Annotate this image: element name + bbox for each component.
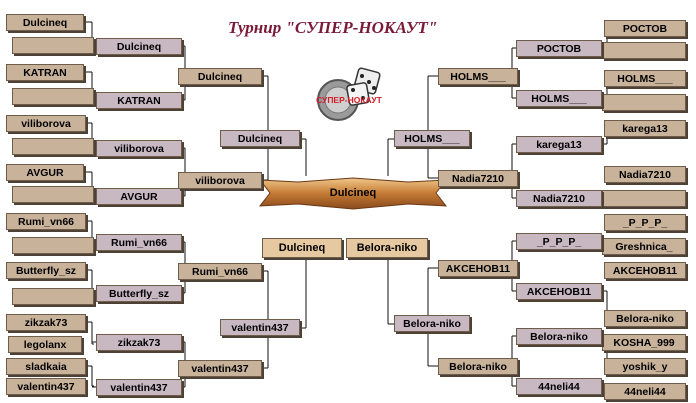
left-r1-slot — [12, 288, 94, 305]
right-r2-slot: AKCEHOB11 — [516, 283, 602, 300]
left-r1-slot: Butterfly_sz — [6, 262, 86, 279]
champion-banner: Dulcineq — [258, 176, 448, 210]
left-r3-slot: Rumi_vn66 — [178, 263, 262, 280]
right-r1-slot: AKCEHOB11 — [604, 262, 686, 279]
finalist-right: Belora-niko — [346, 238, 428, 258]
left-r1-slot: legolanx — [8, 336, 82, 353]
left-r1-slot: valentin437 — [6, 378, 86, 395]
right-r1-slot: 44neli44 — [604, 383, 686, 400]
right-r1-slot — [602, 190, 686, 207]
right-r1-slot — [602, 94, 686, 111]
left-r3-slot: Dulcineq — [178, 68, 262, 85]
left-r1-slot: zikzak73 — [6, 314, 86, 331]
left-r1-slot: Rumi_vn66 — [6, 213, 86, 230]
left-r1-slot — [12, 186, 94, 203]
logo-text: СУПЕР-НОКАУТ — [316, 95, 382, 105]
right-r1-slot: _P_P_P_ — [604, 214, 686, 231]
right-r1-slot: HOLMS___ — [604, 70, 686, 87]
dice-logo-icon — [317, 67, 381, 121]
left-r1-slot: Dulcineq — [6, 14, 84, 31]
left-r2-slot: KATRAN — [96, 92, 182, 109]
right-r1-slot: Belora-niko — [604, 310, 686, 327]
champion-name: Dulcineq — [329, 187, 377, 199]
right-r3-slot: HOLMS___ — [438, 68, 518, 85]
right-r1-slot: Greshnica_ — [602, 238, 686, 255]
left-r4-slot: valentin437 — [220, 319, 300, 336]
left-r1-slot — [12, 37, 94, 54]
page-title: Турнир "СУПЕР-НОКАУТ" — [228, 18, 438, 37]
right-r3-slot: Nadia7210 — [438, 170, 518, 187]
left-r3-slot: valentin437 — [178, 360, 262, 377]
left-r2-slot: viliborova — [96, 140, 182, 157]
right-r2-slot: karega13 — [516, 136, 602, 153]
right-r1-slot: Nadia7210 — [604, 166, 686, 183]
left-r1-slot — [12, 138, 94, 155]
left-r1-slot — [12, 237, 94, 254]
left-r2-slot: zikzak73 — [96, 334, 182, 351]
left-r1-slot: sladkaia — [6, 358, 86, 375]
left-r1-slot: viliborova — [6, 115, 86, 132]
right-r2-slot: Nadia7210 — [516, 190, 602, 207]
finalist-left: Dulcineq — [262, 238, 342, 258]
left-r2-slot: AVGUR — [96, 188, 182, 205]
right-r4-slot: HOLMS___ — [394, 130, 470, 147]
right-r2-slot: 44neli44 — [516, 378, 602, 395]
left-r2-slot: Rumi_vn66 — [96, 234, 182, 251]
right-r3-slot: Belora-niko — [438, 358, 518, 375]
left-r2-slot: Dulcineq — [96, 38, 182, 55]
left-r1-slot: AVGUR — [6, 164, 84, 181]
right-r1-slot: РОСТОВ — [604, 20, 686, 37]
right-r4-slot: Belora-niko — [394, 315, 470, 332]
right-r3-slot: AKCEHOB11 — [438, 260, 518, 277]
right-r1-slot — [602, 42, 686, 59]
left-r4-slot: Dulcineq — [220, 130, 300, 147]
right-r1-slot: yoshik_y — [604, 358, 686, 375]
right-r2-slot: _P_P_P_ — [516, 233, 602, 250]
left-r1-slot — [12, 88, 94, 105]
left-r2-slot: valentin437 — [96, 379, 182, 396]
left-r2-slot: Butterfly_sz — [96, 285, 182, 302]
left-r1-slot: KATRAN — [6, 64, 84, 81]
left-r3-slot: viliborova — [178, 172, 262, 189]
right-r2-slot: РОСТОВ — [516, 40, 602, 57]
right-r1-slot: karega13 — [604, 120, 686, 137]
banner-ribbon-icon — [258, 177, 448, 210]
right-r2-slot: Belora-niko — [516, 328, 602, 345]
right-r2-slot: HOLMS___ — [516, 90, 602, 107]
right-r1-slot: KOSHA_999 — [602, 334, 686, 351]
